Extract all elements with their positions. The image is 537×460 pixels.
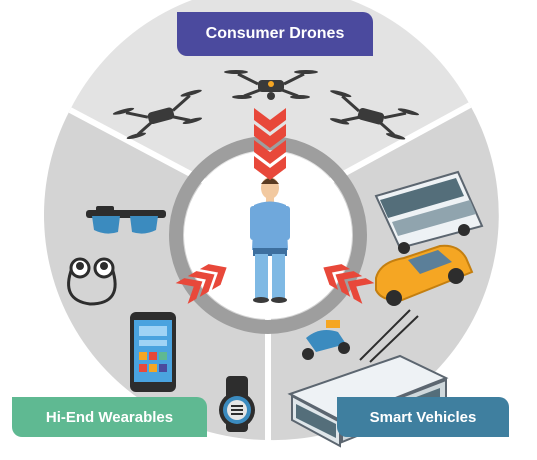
- smartwatch-icon: [219, 376, 255, 432]
- drone-icon: [224, 70, 318, 100]
- car-icon: [375, 244, 474, 306]
- drone-icon: [329, 90, 420, 140]
- earphones-icon: [67, 257, 117, 306]
- smart-vehicles-label: Smart Vehicles: [337, 397, 509, 437]
- scooter-icon: [302, 320, 350, 360]
- person-icon: [250, 177, 290, 303]
- bus-icon: [374, 170, 484, 254]
- arrow-down-icon: [254, 108, 286, 180]
- consumer-drones-label: Consumer Drones: [177, 12, 373, 56]
- smart-glasses-icon: [86, 206, 166, 234]
- arrow-right-icon: [175, 264, 227, 304]
- hi-end-wearables-label: Hi-End Wearables: [12, 397, 207, 437]
- drone-icon: [112, 89, 203, 140]
- smartphone-icon: [130, 312, 176, 392]
- arrow-left-icon: [323, 264, 375, 304]
